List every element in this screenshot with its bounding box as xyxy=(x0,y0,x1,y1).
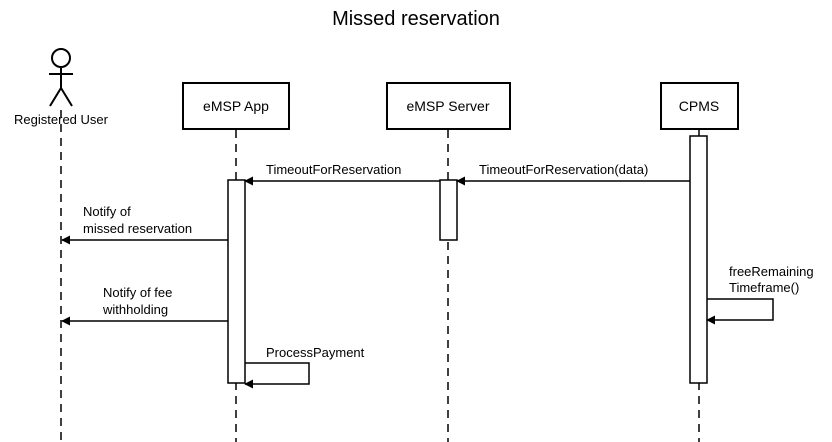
message-notify-fee-withholding: Notify of fee withholding xyxy=(61,285,228,326)
activation-cpms xyxy=(689,135,708,384)
message-process-payment: ProcessPayment xyxy=(244,345,365,389)
participant-emsp-server: eMSP Server xyxy=(386,82,511,130)
participant-emsp-app: eMSP App xyxy=(182,82,290,130)
activation-emsp-app xyxy=(227,179,246,384)
message-label-line-1: Notify of fee xyxy=(103,285,172,300)
message-label-line-2: Timeframe() xyxy=(729,280,799,295)
message-timeout-for-reservation-data: TimeoutForReservation(data) xyxy=(456,162,690,186)
message-label-line-2: withholding xyxy=(102,302,168,317)
message-label-line-1: Notify of xyxy=(83,204,131,219)
activation-emsp-server xyxy=(439,179,458,241)
message-timeout-for-reservation: TimeoutForReservation xyxy=(244,162,440,186)
message-label-line-1: freeRemaining xyxy=(729,264,814,279)
participant-label-emsp-server: eMSP Server xyxy=(407,98,490,114)
message-label: ProcessPayment xyxy=(266,345,365,360)
actor-head-icon xyxy=(51,48,71,68)
message-label: TimeoutForReservation(data) xyxy=(479,162,648,177)
participant-label-cpms: CPMS xyxy=(679,98,719,114)
participant-cpms: CPMS xyxy=(660,82,739,130)
message-free-remaining-timeframe: freeRemaining Timeframe() xyxy=(706,264,814,325)
message-label: TimeoutForReservation xyxy=(266,162,401,177)
diagram-title: Missed reservation xyxy=(332,8,500,30)
message-notify-missed-reservation: Notify of missed reservation xyxy=(61,204,228,245)
participant-label-emsp-app: eMSP App xyxy=(203,98,269,114)
participant-label-registered-user: Registered User xyxy=(14,112,109,127)
actor-registered-user xyxy=(49,48,73,107)
message-label-line-2: missed reservation xyxy=(83,221,192,236)
